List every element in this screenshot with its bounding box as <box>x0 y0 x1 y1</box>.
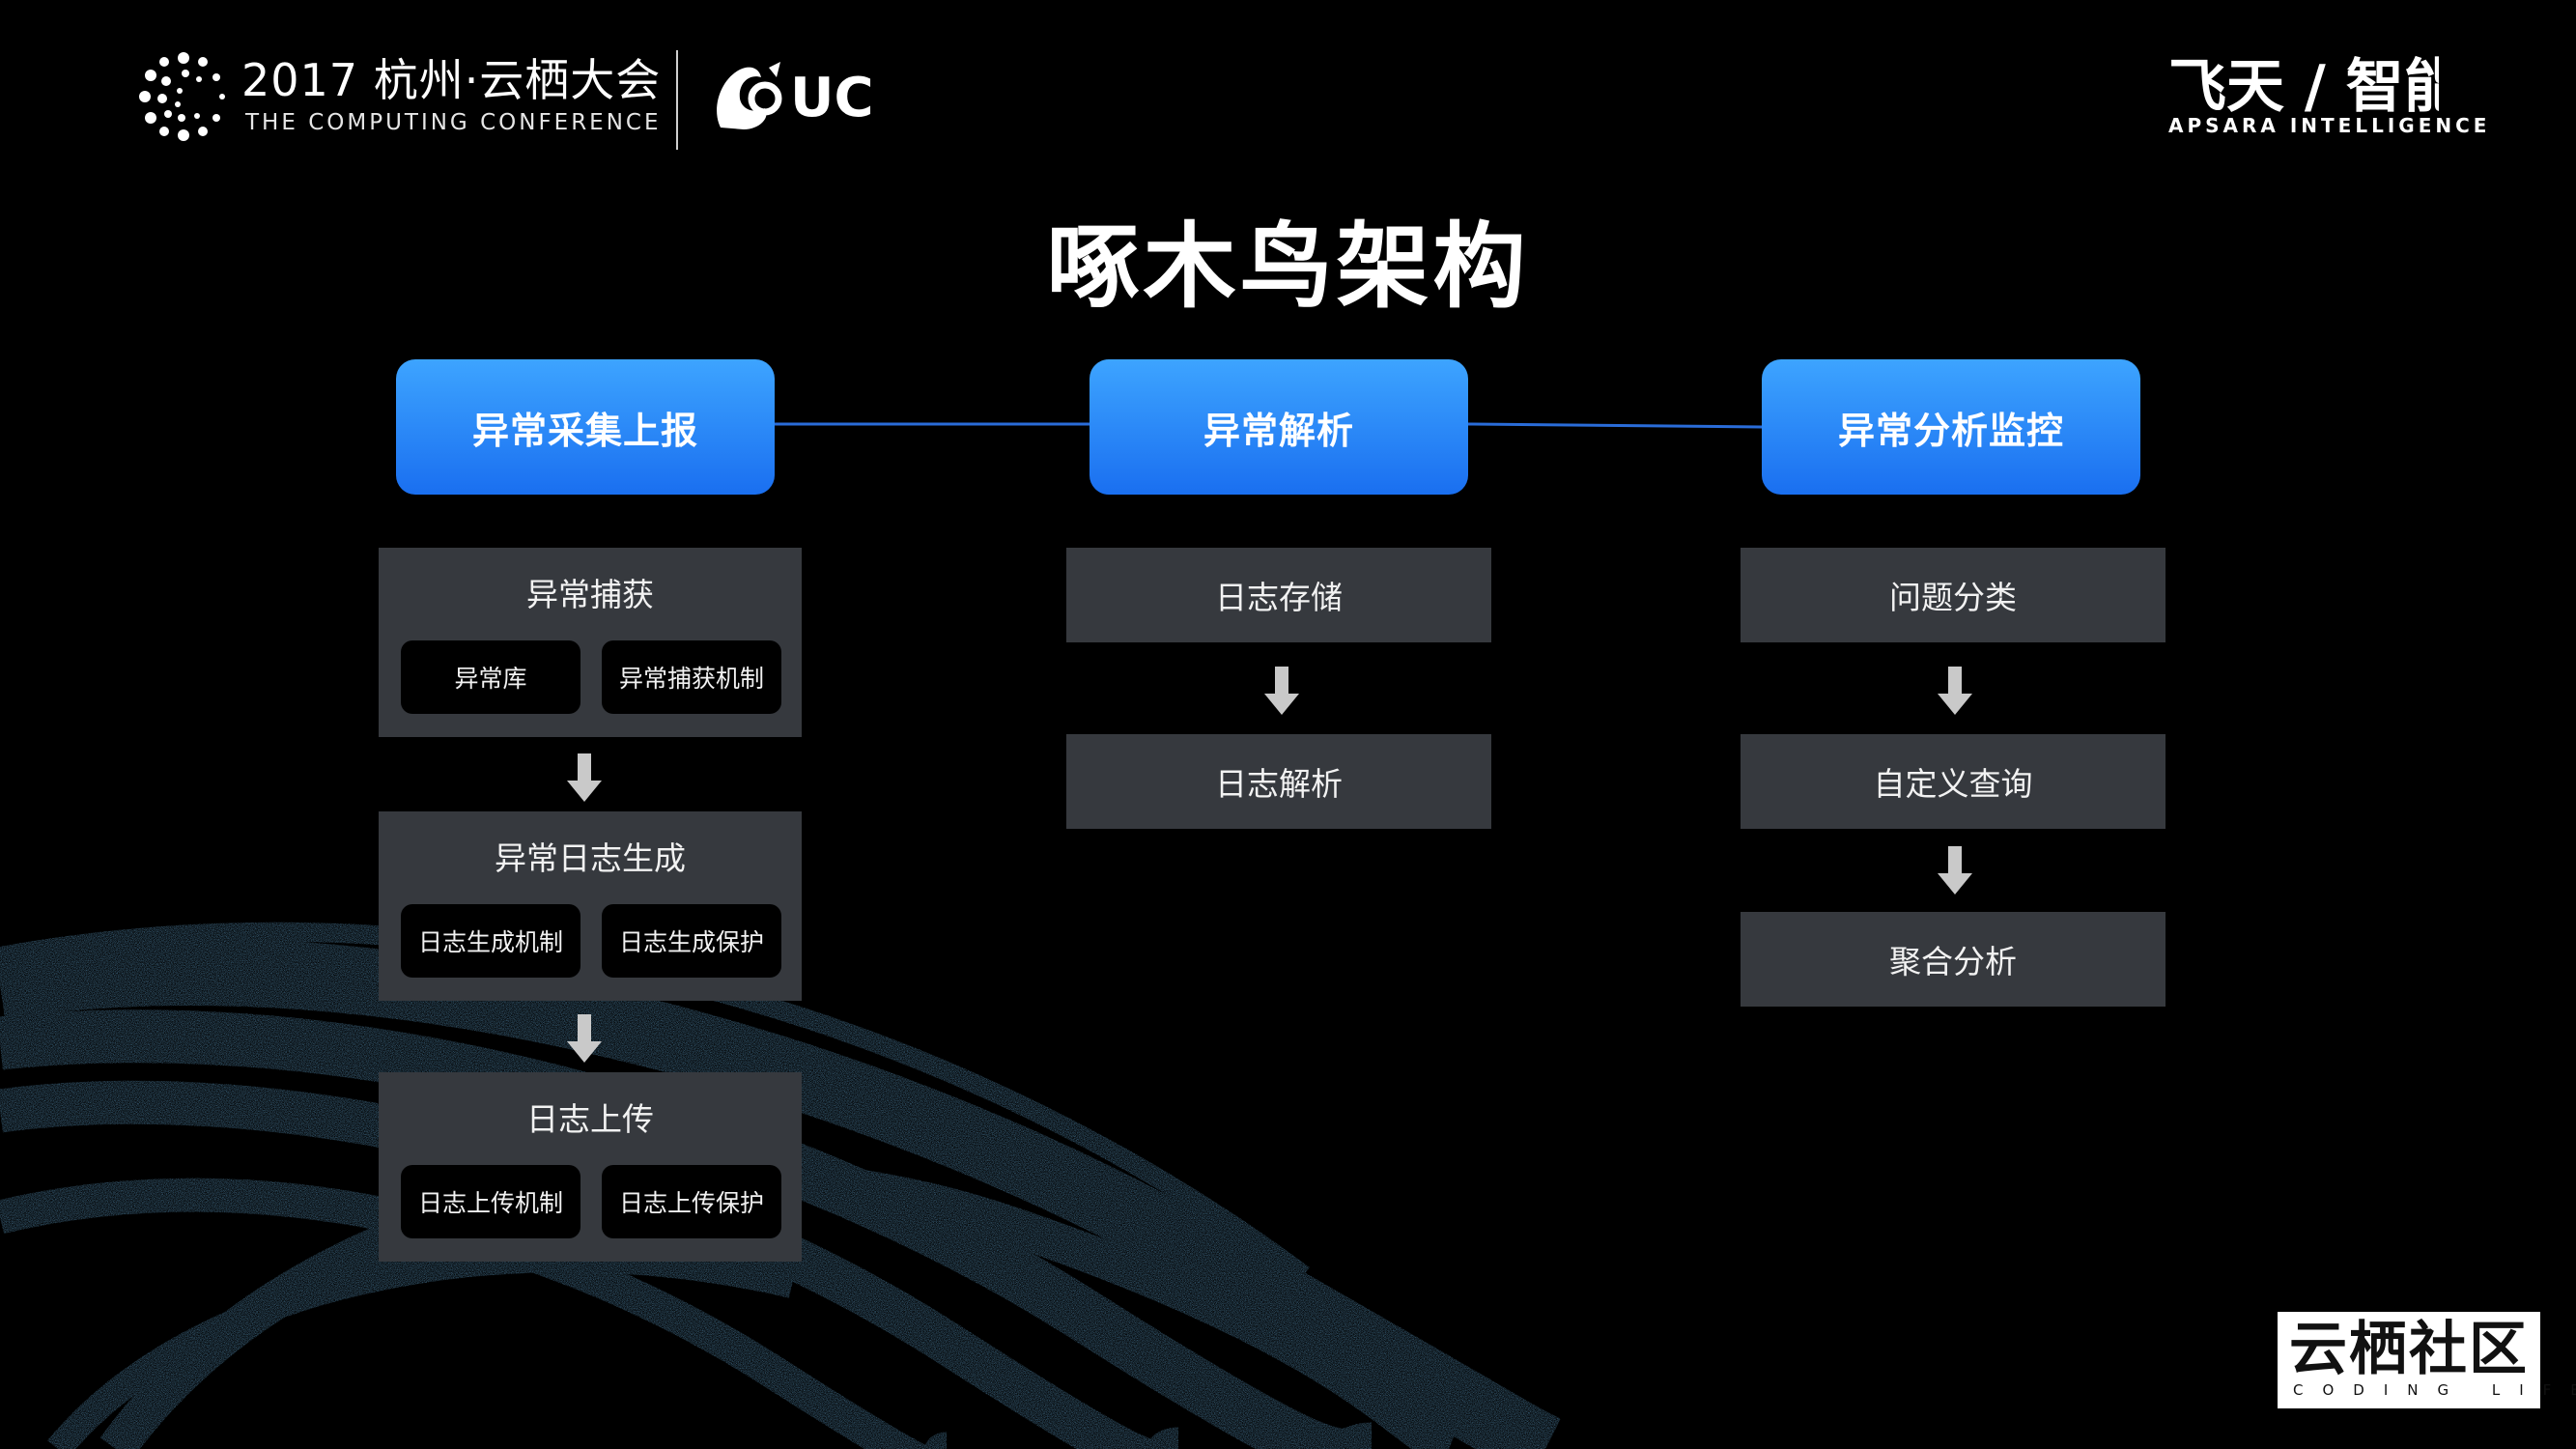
badge-sub-text: CODING LIFE <box>2293 1381 2576 1399</box>
yunqi-community-badge: 云栖社区 CODING LIFE <box>2278 1312 2576 1408</box>
chip-upload-mechanism: 日志上传机制 <box>401 1165 580 1238</box>
badge-main-text: 云栖社区 <box>2289 1316 2529 1383</box>
apsara-subtitle-text: APSARA INTELLIGENCE <box>2168 114 2491 137</box>
down-arrow-icon <box>1938 667 1972 715</box>
conference-subtitle: THE COMPUTING CONFERENCE <box>245 110 662 135</box>
panel-log-generation: 异常日志生成 日志生成机制 日志生成保护 <box>379 811 802 1001</box>
apsara-logo: 飞天 / 智能 <box>2168 53 2439 118</box>
pillar-exception-monitoring: 异常分析监控 <box>1762 359 2140 495</box>
pillar-exception-parsing: 异常解析 <box>1090 359 1468 495</box>
down-arrow-icon <box>1938 846 1972 895</box>
connector-line-2 <box>1467 422 1763 429</box>
conference-logo-icon <box>139 52 225 141</box>
down-arrow-icon <box>567 1014 602 1063</box>
chip-exception-library: 异常库 <box>401 640 580 714</box>
panel-label: 日志上传 <box>526 1100 654 1138</box>
box-log-parsing: 日志解析 <box>1066 734 1491 829</box>
down-arrow-icon <box>567 753 602 802</box>
chip-capture-mechanism: 异常捕获机制 <box>602 640 781 714</box>
header-divider <box>676 50 678 150</box>
apsara-subtitle: APSARA INTELLIGENCE <box>2168 114 2490 137</box>
box-aggregate-analysis: 聚合分析 <box>1741 912 2166 1007</box>
chip-upload-protection: 日志上传保护 <box>602 1165 781 1238</box>
uc-brand-text: UC <box>790 67 874 129</box>
page-title: 啄木鸟架构 <box>1046 213 1530 321</box>
apsara-logo-text: 飞天 / 智能 <box>2168 53 2439 118</box>
pillar-exception-collection: 异常采集上报 <box>396 359 775 495</box>
down-arrow-icon <box>1264 667 1299 715</box>
panel-label: 异常日志生成 <box>495 839 686 877</box>
chip-generation-mechanism: 日志生成机制 <box>401 904 580 978</box>
panel-exception-capture: 异常捕获 异常库 异常捕获机制 <box>379 548 802 737</box>
chip-generation-protection: 日志生成保护 <box>602 904 781 978</box>
uc-squirrel-icon <box>717 62 782 129</box>
box-custom-query: 自定义查询 <box>1741 734 2166 829</box>
box-log-storage: 日志存储 <box>1066 548 1491 642</box>
box-issue-classification: 问题分类 <box>1741 548 2166 642</box>
panel-log-upload: 日志上传 日志上传机制 日志上传保护 <box>379 1072 802 1262</box>
panel-label: 异常捕获 <box>526 576 654 613</box>
conference-title: 2017 杭州·云栖大会 <box>241 54 662 106</box>
